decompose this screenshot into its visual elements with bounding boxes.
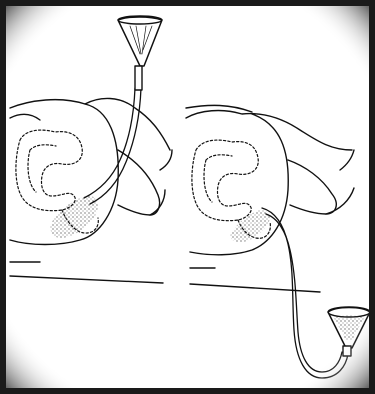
vignette-overlay — [0, 0, 375, 394]
diagram-svg — [0, 0, 375, 394]
illustration-frame — [0, 0, 375, 394]
